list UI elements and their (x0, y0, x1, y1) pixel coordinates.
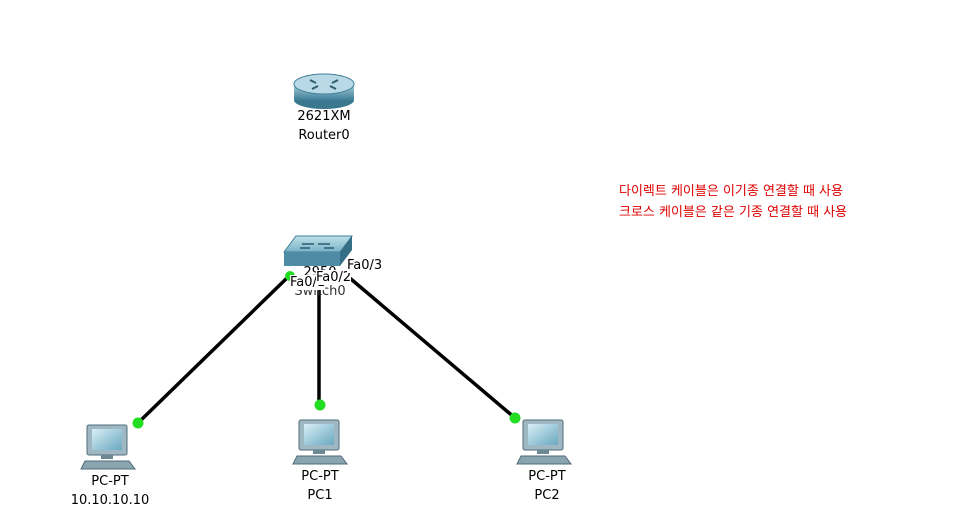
note-cross-cable: 크로스 케이블은 같은 기종 연결할 때 사용 (619, 205, 848, 220)
router-model-label: 2621XM (297, 109, 351, 124)
pc-icon[interactable] (516, 419, 572, 465)
pc0-name-label: 10.10.10.10 (70, 493, 150, 508)
link-switch-pc2[interactable] (343, 272, 517, 420)
pc2-name-label: PC2 (534, 488, 560, 503)
router-icon[interactable] (293, 73, 355, 109)
note-direct-cable: 다이렉트 케이블은 이기종 연결할 때 사용 (619, 184, 843, 199)
link-status-dot (314, 399, 326, 411)
pc-icon[interactable] (292, 419, 348, 465)
port-label-fa0-2: Fa0/2 (316, 270, 352, 285)
router-name-label: Router0 (298, 128, 350, 143)
pc2-model-label: PC-PT (528, 469, 566, 484)
port-label-fa0-3: Fa0/3 (347, 258, 383, 273)
pc0-model-label: PC-PT (91, 474, 129, 489)
switch-icon[interactable] (283, 235, 353, 266)
pc-icon[interactable] (80, 424, 136, 470)
link-switch-pc0[interactable] (136, 276, 289, 425)
pc1-name-label: PC1 (307, 488, 333, 503)
pc1-model-label: PC-PT (301, 469, 339, 484)
link-status-dot (132, 417, 144, 429)
link-status-dot (509, 412, 521, 424)
